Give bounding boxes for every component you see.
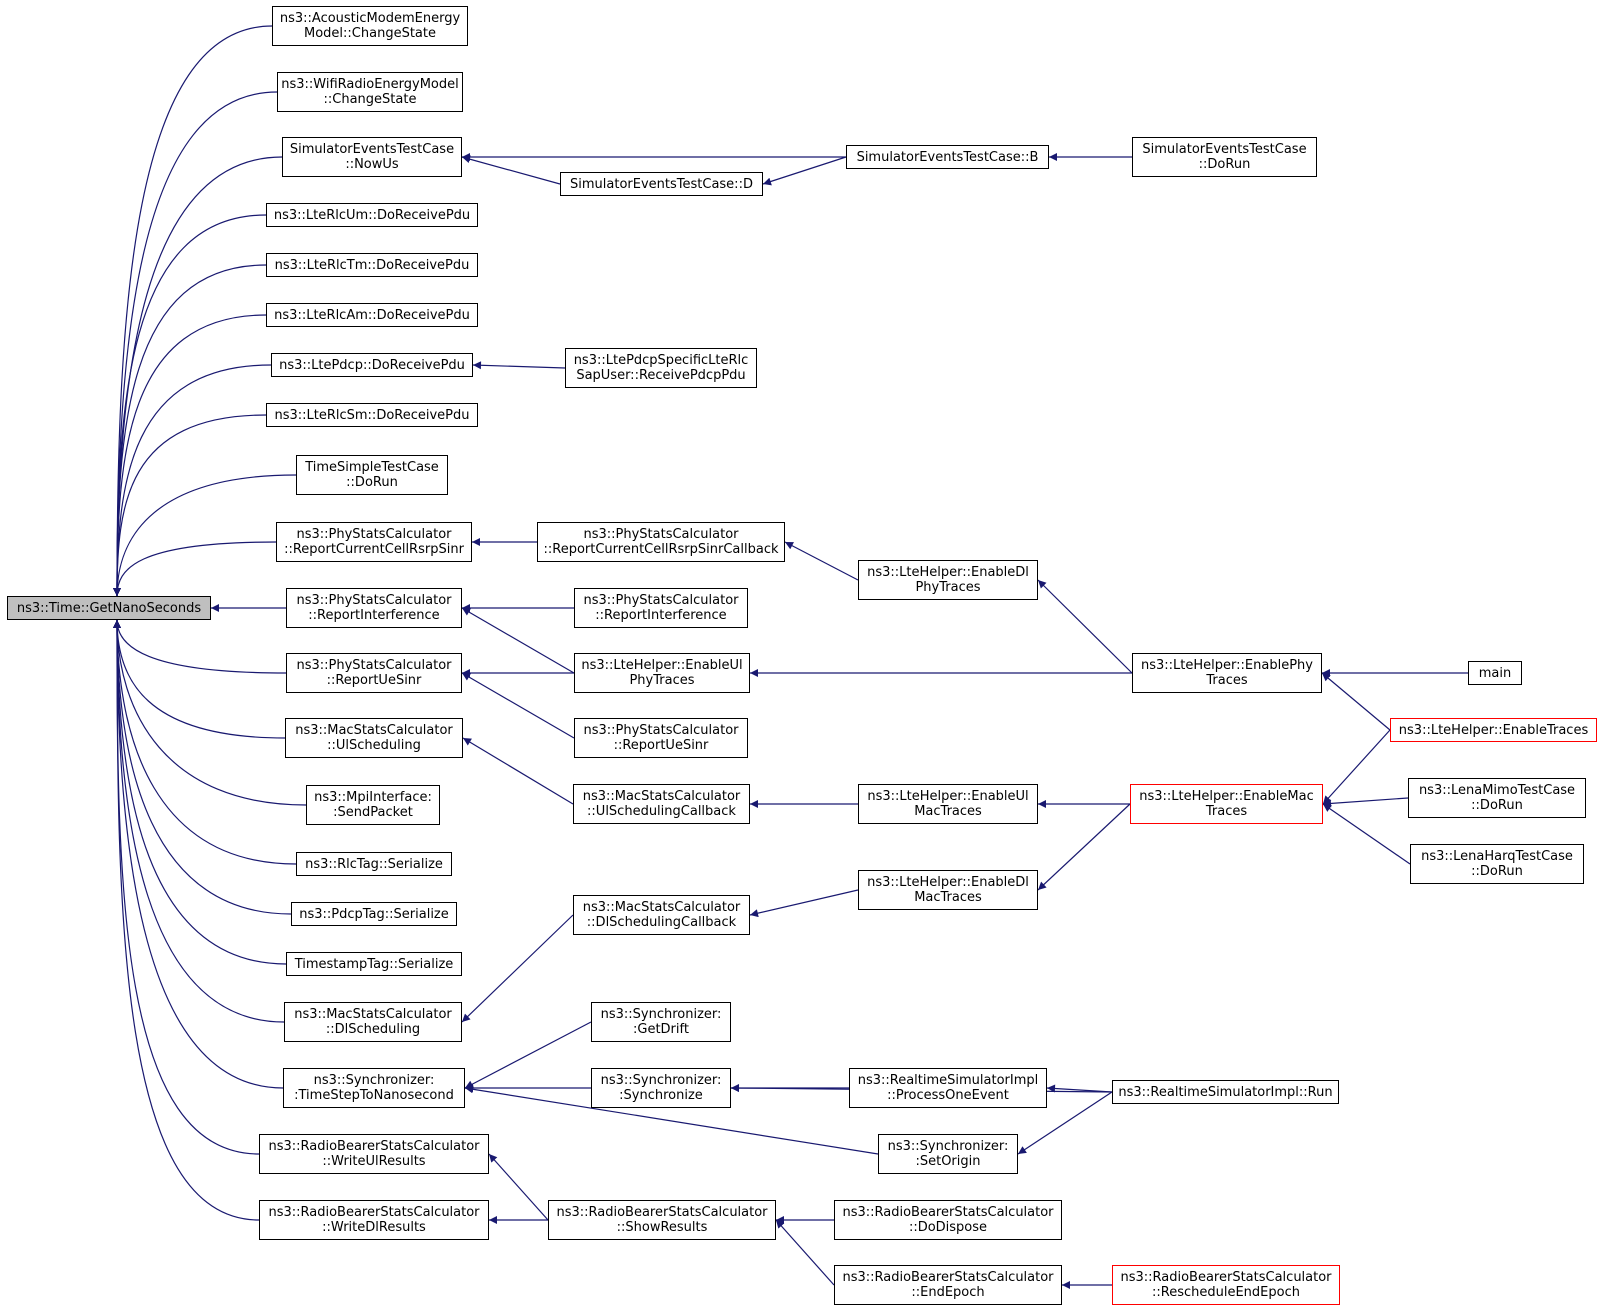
node-lh-ulphy[interactable]: ns3::LteHelper::EnableUl PhyTraces xyxy=(574,653,750,693)
edge-setc-b-to-setc-d xyxy=(762,156,847,186)
node-rbsc-show[interactable]: ns3::RadioBearerStatsCalculator ::ShowRe… xyxy=(548,1200,776,1240)
edge-wrem-to-root xyxy=(113,91,278,597)
node-rbsc-ul[interactable]: ns3::RadioBearerStatsCalculator ::WriteU… xyxy=(259,1134,489,1174)
node-msc-ul[interactable]: ns3::MacStatsCalculator ::UlScheduling xyxy=(285,718,463,758)
node-rbsc-disp[interactable]: ns3::RadioBearerStatsCalculator ::DoDisp… xyxy=(834,1200,1062,1240)
node-sync-drift[interactable]: ns3::Synchronizer: :GetDrift xyxy=(591,1002,731,1042)
node-setc-run[interactable]: SimulatorEventsTestCase ::DoRun xyxy=(1132,137,1317,177)
node-lh-phy[interactable]: ns3::LteHelper::EnablePhy Traces xyxy=(1132,653,1322,693)
node-mpi[interactable]: ns3::MpiInterface: :SendPacket xyxy=(306,785,440,825)
node-nowus[interactable]: SimulatorEventsTestCase ::NowUs xyxy=(282,137,462,177)
edge-msc-ulcb-to-msc-ul xyxy=(462,737,574,805)
node-lmimo[interactable]: ns3::LenaMimoTestCase ::DoRun xyxy=(1408,778,1586,818)
node-rsi-run[interactable]: ns3::RealtimeSimulatorImpl::Run xyxy=(1112,1080,1339,1104)
node-pdcp-sap[interactable]: ns3::LtePdcpSpecificLteRlc SapUser::Rece… xyxy=(565,348,757,388)
node-root: ns3::Time::GetNanoSeconds xyxy=(7,596,211,620)
edge-lharq-to-lh-mac xyxy=(1322,803,1411,865)
node-pdcptag[interactable]: ns3::PdcpTag::Serialize xyxy=(291,902,457,926)
node-lh-dlmac[interactable]: ns3::LteHelper::EnableDl MacTraces xyxy=(858,870,1038,910)
node-rbsc-ee[interactable]: ns3::RadioBearerStatsCalculator ::EndEpo… xyxy=(834,1265,1062,1305)
node-sync-tsn[interactable]: ns3::Synchronizer: :TimeStepToNanosecond xyxy=(283,1068,465,1108)
edge-psc-rsrp-to-root xyxy=(113,541,277,597)
edge-lh-dlphy-to-psc-rsrp-cb xyxy=(784,541,859,581)
edge-amem-to-root xyxy=(113,25,273,597)
node-lh-mac[interactable]: ns3::LteHelper::EnableMac Traces xyxy=(1130,784,1323,824)
edge-lh-dlmac-to-msc-dlcb xyxy=(749,889,859,918)
node-rbsc-ree[interactable]: ns3::RadioBearerStatsCalculator ::Resche… xyxy=(1112,1265,1340,1305)
edge-psc-ue2-to-psc-ue xyxy=(461,672,575,739)
node-rlcum[interactable]: ns3::LteRlcUm::DoReceivePdu xyxy=(266,203,478,227)
edge-tstc-to-root xyxy=(113,474,297,597)
edge-lh-ulphy-to-psc-int xyxy=(461,607,575,674)
edge-rbsc-ee-to-rbsc-show xyxy=(775,1219,835,1286)
node-tstc[interactable]: TimeSimpleTestCase ::DoRun xyxy=(296,455,448,495)
edge-rbsc-ul-to-root xyxy=(113,619,260,1155)
node-rlcsm[interactable]: ns3::LteRlcSm::DoReceivePdu xyxy=(266,403,478,427)
node-main[interactable]: main xyxy=(1468,661,1522,685)
edge-sync-tsn-to-root xyxy=(113,619,284,1089)
edge-psc-ue-to-root xyxy=(113,619,287,674)
edge-rlctag-to-root xyxy=(113,619,297,865)
node-lh-ulmac[interactable]: ns3::LteHelper::EnableUl MacTraces xyxy=(858,784,1038,824)
node-wrem[interactable]: ns3::WifiRadioEnergyModel ::ChangeState xyxy=(277,72,463,112)
edge-tstag-to-root xyxy=(113,619,287,965)
edge-rsi-run-to-rsi-poe xyxy=(1046,1084,1113,1093)
edge-lh-mac-to-lh-dlmac xyxy=(1037,803,1131,891)
node-psc-ue2[interactable]: ns3::PhyStatsCalculator ::ReportUeSinr xyxy=(574,718,748,758)
node-sync-so[interactable]: ns3::Synchronizer: :SetOrigin xyxy=(878,1134,1018,1174)
node-psc-int2[interactable]: ns3::PhyStatsCalculator ::ReportInterfer… xyxy=(574,588,748,628)
edge-pdcptag-to-root xyxy=(113,619,292,915)
node-pdcp[interactable]: ns3::LtePdcp::DoReceivePdu xyxy=(271,353,473,377)
node-msc-dl[interactable]: ns3::MacStatsCalculator ::DlScheduling xyxy=(284,1002,462,1042)
node-lharq[interactable]: ns3::LenaHarqTestCase ::DoRun xyxy=(1410,844,1584,884)
node-rsi-poe[interactable]: ns3::RealtimeSimulatorImpl ::ProcessOneE… xyxy=(849,1068,1047,1108)
node-rlctag[interactable]: ns3::RlcTag::Serialize xyxy=(296,852,452,876)
node-lh-dlphy[interactable]: ns3::LteHelper::EnableDl PhyTraces xyxy=(858,560,1038,600)
edge-setc-d-to-nowus xyxy=(461,155,561,185)
edge-lh-tr-to-lh-phy xyxy=(1321,672,1391,731)
node-setc-b[interactable]: SimulatorEventsTestCase::B xyxy=(846,145,1049,169)
edge-mpi-to-root xyxy=(113,619,307,806)
edge-nowus-to-root xyxy=(113,156,283,597)
edge-msc-ul-to-root xyxy=(113,619,286,739)
node-sync-sync[interactable]: ns3::Synchronizer: :Synchronize xyxy=(591,1068,731,1108)
edge-rlcsm-to-root xyxy=(113,414,267,597)
node-psc-int[interactable]: ns3::PhyStatsCalculator ::ReportInterfer… xyxy=(286,588,462,628)
edge-sync-drift-to-sync-tsn xyxy=(464,1021,592,1089)
node-msc-dlcb[interactable]: ns3::MacStatsCalculator ::DlSchedulingCa… xyxy=(573,895,750,935)
node-rbsc-dl[interactable]: ns3::RadioBearerStatsCalculator ::WriteD… xyxy=(259,1200,489,1240)
edge-lmimo-to-lh-mac xyxy=(1322,797,1409,808)
node-rlctm[interactable]: ns3::LteRlcTm::DoReceivePdu xyxy=(266,253,478,277)
node-psc-rsrp[interactable]: ns3::PhyStatsCalculator ::ReportCurrentC… xyxy=(276,522,472,562)
node-tstag[interactable]: TimestampTag::Serialize xyxy=(286,952,462,976)
node-lh-tr[interactable]: ns3::LteHelper::EnableTraces xyxy=(1390,718,1597,742)
node-psc-rsrp-cb[interactable]: ns3::PhyStatsCalculator ::ReportCurrentC… xyxy=(537,522,785,562)
edge-msc-dlcb-to-msc-dl xyxy=(461,914,574,1023)
edge-pdcp-sap-to-pdcp xyxy=(472,361,566,370)
node-msc-ulcb[interactable]: ns3::MacStatsCalculator ::UlSchedulingCa… xyxy=(573,784,750,824)
node-setc-d[interactable]: SimulatorEventsTestCase::D xyxy=(560,172,763,196)
edge-lh-phy-to-lh-dlphy xyxy=(1037,579,1133,674)
edge-rsi-run-to-sync-so xyxy=(1017,1091,1113,1155)
edge-rlcam-to-root xyxy=(113,314,267,597)
edge-lh-tr-to-lh-mac xyxy=(1322,729,1391,805)
node-rlcam[interactable]: ns3::LteRlcAm::DoReceivePdu xyxy=(266,303,478,327)
edge-sync-so-to-sync-tsn xyxy=(464,1085,879,1155)
edge-rbsc-show-to-rbsc-ul xyxy=(488,1153,549,1221)
node-amem[interactable]: ns3::AcousticModemEnergy Model::ChangeSt… xyxy=(272,6,468,46)
node-psc-ue[interactable]: ns3::PhyStatsCalculator ::ReportUeSinr xyxy=(286,653,462,693)
edge-rbsc-dl-to-root xyxy=(113,619,260,1221)
